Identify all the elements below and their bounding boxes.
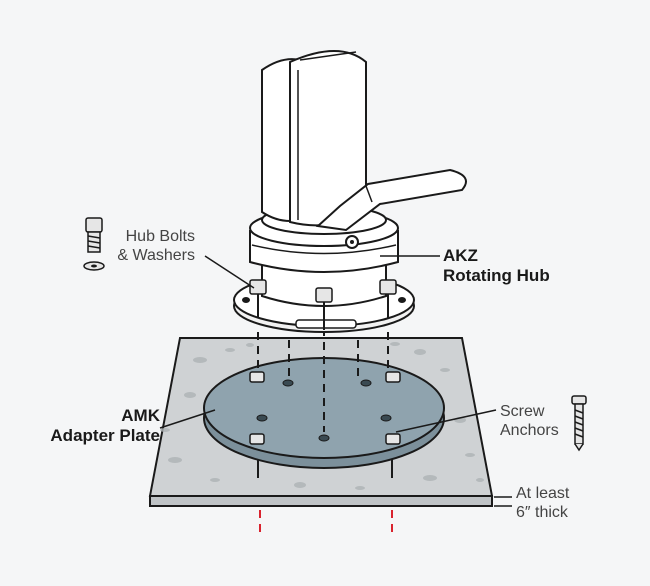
hub-bolts-label: Hub Bolts & Washers (90, 227, 195, 265)
amk-label-line1: AMK (121, 406, 160, 425)
thickness-label: At least 6″ thick (516, 484, 596, 522)
thickness-label-line1: At least (516, 485, 570, 502)
washer-icon (83, 261, 105, 271)
upright-housing (261, 50, 367, 227)
amk-label-line2: Adapter Plate (50, 426, 160, 445)
depth-markers (259, 510, 393, 535)
lever-handle (315, 168, 467, 232)
plate-anchor-heads (249, 371, 401, 445)
leader-lines (159, 255, 497, 433)
thickness-label-line2: 6″ thick (516, 504, 568, 521)
amk-label: AMK Adapter Plate (20, 406, 160, 446)
screw-anchors-label-line1: Screw (500, 403, 545, 420)
screw-anchors-label-line2: Anchors (500, 422, 559, 439)
akz-label-line1: AKZ (443, 246, 478, 265)
akz-label-line2: Rotating Hub (443, 266, 550, 285)
screw-anchor-icon (571, 395, 587, 452)
hub-bolts-label-line1: Hub Bolts (125, 228, 195, 245)
akz-label: AKZ Rotating Hub (443, 246, 593, 286)
thickness-ticks (494, 496, 512, 507)
hex-socket-bolt-icon (85, 217, 103, 253)
alignment-lines (257, 328, 389, 432)
screw-anchors-label: Screw Anchors (500, 402, 570, 440)
adapter-plate (203, 357, 445, 469)
hub-bolts-label-line2: & Washers (117, 247, 195, 264)
hub-bolts (249, 279, 397, 330)
